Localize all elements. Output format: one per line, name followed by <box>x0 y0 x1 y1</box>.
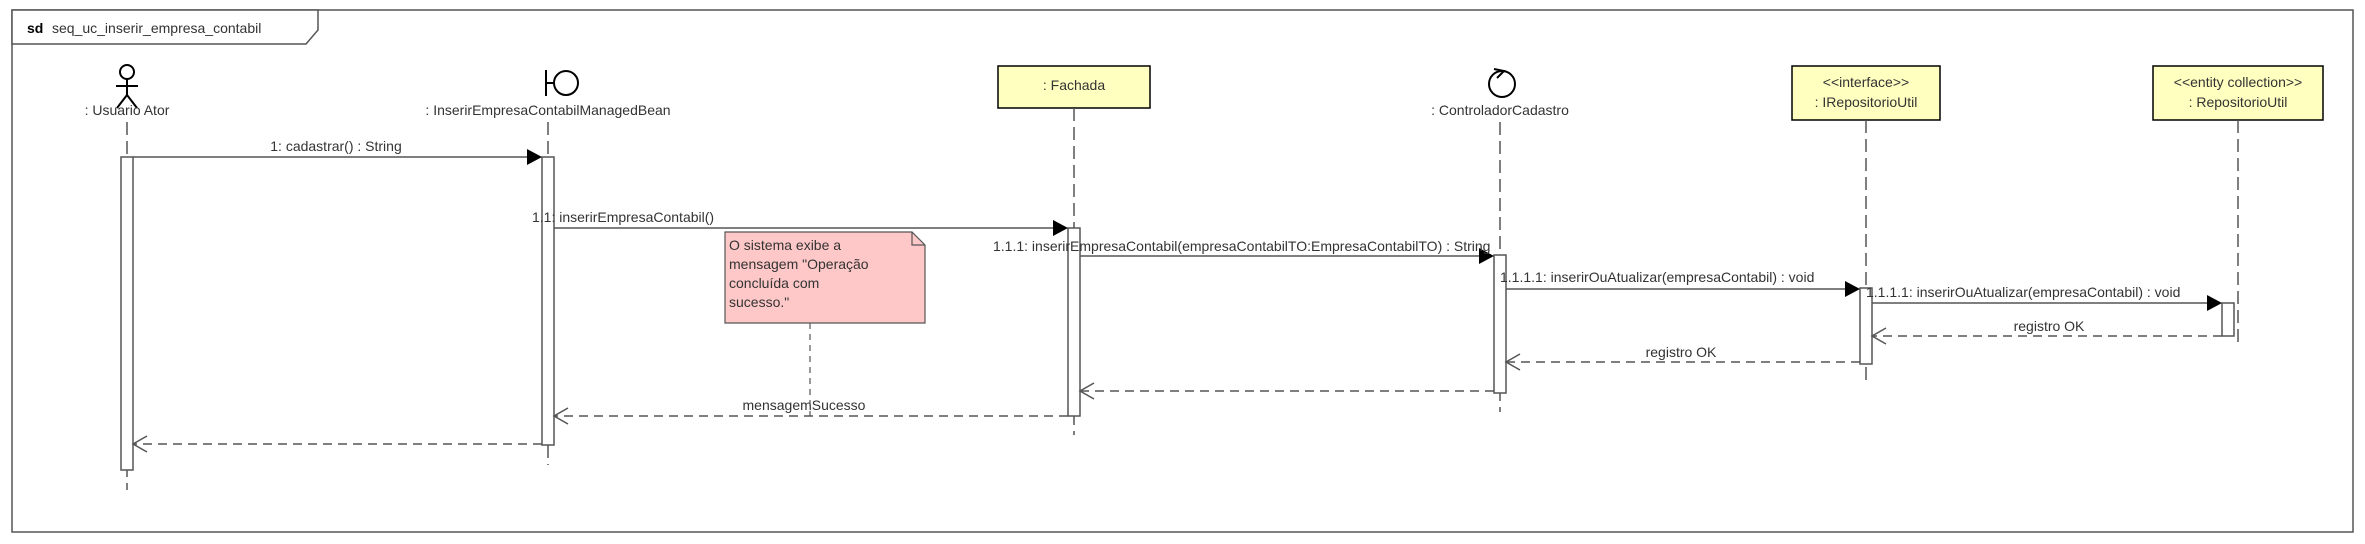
boundary-label: : InserirEmpresaContabilManagedBean <box>425 102 670 118</box>
activation-bar <box>1493 254 1507 394</box>
repositorio-stereotype: <<entity collection>> <box>2174 74 2302 90</box>
note-line-4: sucesso." <box>729 294 789 310</box>
irepositorio-stereotype: <<interface>> <box>1823 74 1909 90</box>
note-box <box>724 231 926 324</box>
activation-bar <box>120 156 134 471</box>
lifeline-irepositorio: <<interface>> : IRepositorioUtil <box>1791 65 1941 380</box>
return-label: mensagemSucesso <box>743 397 866 413</box>
message-label: 1.1.1.1: inserirOuAtualizar(empresaConta… <box>1866 284 2180 300</box>
return-registro-ok-irepositorio: registro OK <box>1504 344 1860 371</box>
fachada-box <box>997 65 1151 109</box>
note-line-1: O sistema exibe a <box>729 237 841 253</box>
lifeline-repositorio: <<entity collection>> : RepositorioUtil <box>2152 65 2324 342</box>
return-mensagem-sucesso: mensagemSucesso <box>552 397 1068 425</box>
frame-tab <box>11 9 319 45</box>
message-irepositorio-to-repositorio: 1.1.1.1: inserirOuAtualizar(empresaConta… <box>1866 284 2222 311</box>
return-bean-to-actor <box>131 435 542 453</box>
irepositorio-label: : IRepositorioUtil <box>1815 94 1918 110</box>
message-label: 1.1.1: inserirEmpresaContabil(empresaCon… <box>993 238 1490 254</box>
message-fachada-to-controlador: 1.1.1: inserirEmpresaContabil(empresaCon… <box>993 238 1494 264</box>
frame-title: seq_uc_inserir_empresa_contabil <box>52 20 261 36</box>
controller-label: : ControladorCadastro <box>1431 102 1569 118</box>
lifeline-controlador: : ControladorCadastro <box>1431 68 1569 412</box>
actor-label: : Usuario Ator <box>85 102 170 118</box>
message-label: 1.1: inserirEmpresaContabil() <box>532 209 714 225</box>
control-icon <box>1488 68 1516 98</box>
fachada-label: : Fachada <box>1043 77 1105 93</box>
return-controlador-to-fachada <box>1078 382 1494 400</box>
actor-icon <box>116 64 138 109</box>
activation-bar <box>1859 287 1873 365</box>
repositorio-label: : RepositorioUtil <box>2189 94 2288 110</box>
diagram-frame <box>11 9 2354 533</box>
note-line-3: concluída com <box>729 275 819 291</box>
activation-bar <box>2221 302 2235 337</box>
lifeline-managed-bean: : InserirEmpresaContabilManagedBean <box>425 70 671 465</box>
lifeline-usuario-ator: : Usuario Ator <box>85 64 170 490</box>
activation-bar <box>541 156 555 446</box>
activation-bar <box>1067 227 1081 417</box>
note-fold <box>911 232 925 246</box>
message-cadastrar: 1: cadastrar() : String <box>133 138 542 165</box>
return-label: registro OK <box>2014 318 2085 334</box>
return-label: registro OK <box>1646 344 1717 360</box>
message-controlador-to-irepositorio: 1.1.1.1: inserirOuAtualizar(empresaConta… <box>1500 269 1860 297</box>
return-registro-ok-repositorio: registro OK <box>1870 318 2222 345</box>
message-label: 1: cadastrar() : String <box>270 138 402 154</box>
message-label: 1.1.1.1: inserirOuAtualizar(empresaConta… <box>1500 269 1814 285</box>
frame-keyword: sd <box>27 20 43 36</box>
boundary-icon <box>545 70 579 96</box>
irepositorio-box <box>1791 65 1941 121</box>
note-line-2: mensagem "Operação <box>729 256 869 272</box>
message-inserir-empresa-contabil: 1.1: inserirEmpresaContabil() <box>532 209 1068 236</box>
note-mensagem-sucesso: O sistema exibe a mensagem "Operação con… <box>724 231 926 416</box>
lifeline-fachada: : Fachada <box>997 65 1151 435</box>
